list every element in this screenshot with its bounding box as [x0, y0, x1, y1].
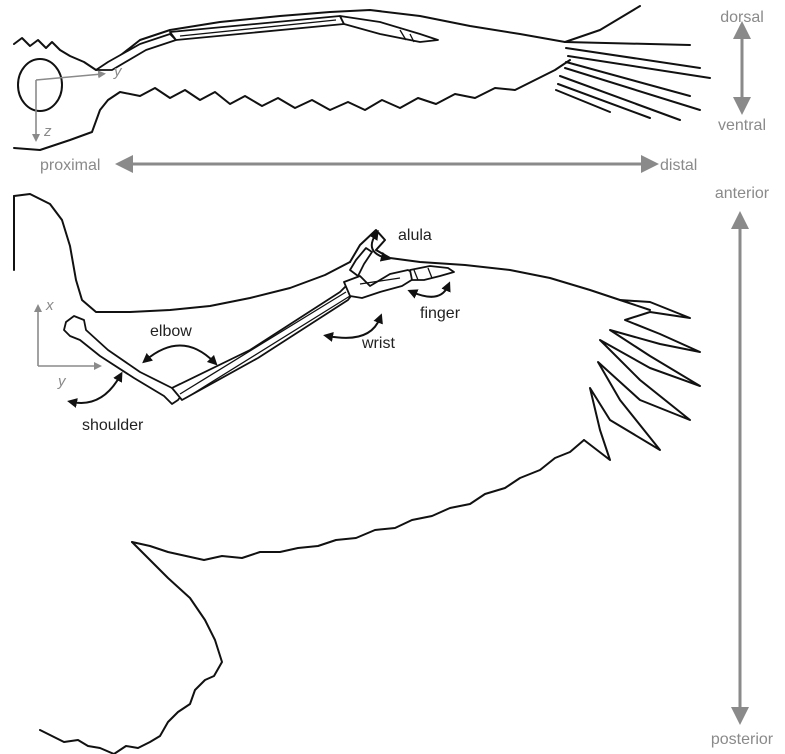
top-head-outline — [18, 59, 62, 111]
shoulder-label: shoulder — [82, 417, 144, 434]
primary-feathers — [584, 300, 700, 460]
top-wing-upper-outline — [14, 6, 640, 70]
dorsal-label: dorsal — [720, 9, 764, 26]
finger-label: finger — [420, 305, 461, 322]
top-axis-z-label: z — [43, 123, 52, 140]
trailing-edge — [132, 440, 584, 560]
posterior-label: posterior — [711, 731, 774, 748]
bottom-wing-view — [14, 194, 700, 754]
top-axes: y z — [36, 63, 123, 140]
anterior-label: anterior — [715, 185, 770, 202]
top-hand — [340, 16, 438, 42]
ventral-label: ventral — [718, 117, 766, 134]
top-humerus — [96, 34, 176, 70]
top-primaries — [556, 42, 710, 120]
bottom-axis-x-label: x — [45, 297, 54, 314]
wing-leading-edge — [350, 230, 650, 310]
bottom-axis-y-label: y — [57, 373, 67, 390]
top-wing-lower-outline — [14, 60, 570, 150]
elbow-arc — [146, 345, 214, 362]
alula-label: alula — [398, 227, 432, 244]
distal-label: distal — [660, 157, 697, 174]
shoulder-arc — [72, 376, 120, 403]
joint-arrows — [72, 234, 448, 403]
wrist-label: wrist — [361, 335, 395, 352]
body-outline — [14, 194, 350, 312]
proximal-label: proximal — [40, 157, 100, 174]
top-axis-y-label: y — [113, 63, 123, 80]
finger-arc — [412, 286, 448, 297]
lower-feathers — [40, 542, 222, 754]
alula-bone — [350, 248, 372, 276]
elbow-label: elbow — [150, 323, 192, 340]
